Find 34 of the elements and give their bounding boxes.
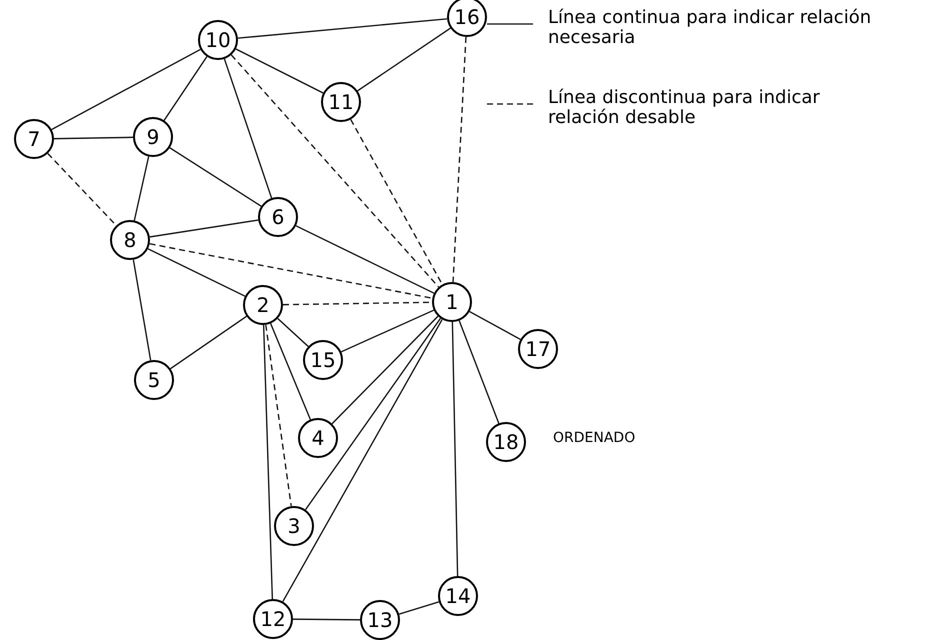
connector-line: [305, 318, 441, 510]
dashed-line: [452, 36, 467, 282]
connector-line: [469, 311, 521, 340]
diagram-label: ORDENADO: [553, 429, 636, 448]
connector-line: [238, 18, 448, 39]
connector-line: [458, 320, 500, 424]
connector-line: [224, 58, 272, 198]
legend-text: Línea continua para indicar relación necesaria: [548, 8, 872, 48]
connector-line: [148, 248, 246, 297]
dashed-line: [47, 153, 117, 226]
connector-line: [357, 28, 451, 92]
dashed-line: [230, 54, 440, 288]
connector-line: [282, 319, 443, 602]
connector-line: [452, 322, 458, 576]
connector-line: [132, 260, 152, 360]
connector-line: [150, 219, 258, 238]
connector-line: [170, 147, 262, 207]
connector-line: [236, 48, 324, 94]
connector-line: [54, 136, 134, 140]
connector-line: [270, 323, 311, 420]
connector-line: [170, 316, 247, 370]
connector-line: [398, 601, 440, 615]
dashed-line: [350, 119, 443, 285]
connector-line: [277, 318, 309, 347]
dashed-line: [150, 243, 432, 299]
connector-line: [332, 316, 438, 424]
legend-text: Línea discontinua para indicar relación desable: [548, 88, 821, 128]
connector-line: [296, 225, 434, 294]
connector-line: [262, 324, 274, 600]
connector-line: [164, 56, 208, 121]
connector-line: [293, 618, 360, 620]
connector-line: [134, 156, 150, 221]
dashed-line: [265, 324, 292, 506]
connector-line: [51, 48, 201, 130]
